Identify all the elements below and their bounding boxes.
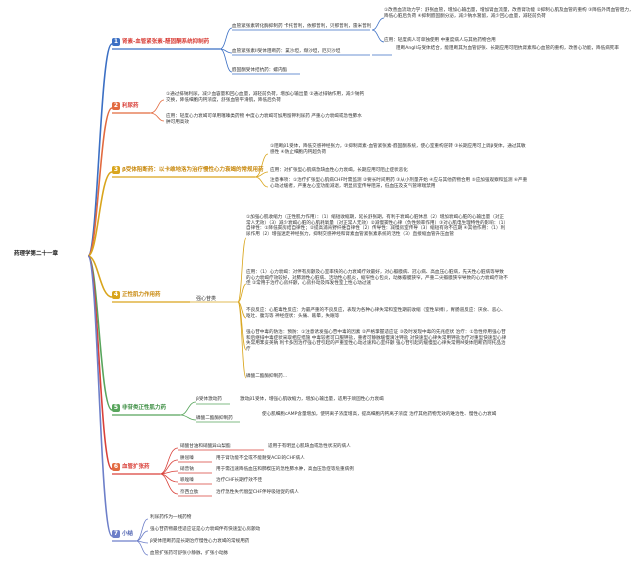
branch-3-beta-blockers[interactable]: 3 β受体阻断药：以卡维地洛为治疗慢性心力衰竭的常规用药	[112, 166, 263, 174]
node-nesiritide[interactable]: 奈西立肽	[180, 490, 199, 495]
node-beta-agonists-desc[interactable]: 激动β1受体，增强心肌收缩力，增加心输出量，适用于顽固性心力衰竭	[240, 397, 384, 402]
branch-4-positive-inotropes[interactable]: 4 正性肌力作用药	[112, 291, 161, 299]
node-glycoside-application[interactable]: 应用：（1）心力衰竭：对伴有房颤及心室率快的心力衰竭疗效最好，对心瓣膜病、冠心病…	[246, 270, 508, 287]
node-beta-blocker-application[interactable]: 应用：对扩张型心肌病急缺血性心力衰竭，长期应用可阻止症状恶化	[270, 168, 408, 173]
branch-number-badge: 2	[112, 102, 120, 110]
connector-branch-1	[87, 43, 113, 257]
branch-title: 肾素-血管紧张素-醛固酮系统抑制药	[122, 38, 210, 45]
node-nitroprusside[interactable]: 硝普钠	[180, 467, 194, 472]
connector-branch-6	[87, 255, 113, 470]
branch-7-summary[interactable]: 7 小结	[112, 530, 133, 538]
node-glycoside-effects[interactable]: ①加强心肌收缩力（正性肌力作用）：（1）缩短收缩期，延长舒张期，有利于衰竭心脏休…	[246, 215, 506, 238]
node-nitrates-desc[interactable]: 适用于有明显心肌缺血或急性状况的病人	[268, 444, 351, 449]
summary-item-2[interactable]: 强心苷药物最佳适应证是心力衰竭伴有快速型心房颤动	[150, 527, 261, 532]
node-beta-blocker-mechanism[interactable]: ①阻断β1受体，降低交感神经张力，②抑制肾素-血管紧张素-醛固酮系统，使心室重构…	[270, 144, 526, 155]
connector-branch-2	[87, 107, 113, 257]
node-nesiritide-desc[interactable]: 治疗急性失代偿型CHF伴呼吸短促的病人	[216, 490, 299, 495]
node-prazosin[interactable]: 哌唑嗪	[180, 478, 194, 483]
branch-title: β受体阻断药：以卡维地洛为治疗慢性心力衰竭的常规用药	[122, 166, 264, 173]
branch-number-badge: 3	[112, 166, 120, 174]
node-pde-inhibitors-desc[interactable]: 使心肌细胞cAMP含量增加，使钙离子浓度增高，提高细胞内钙离子浓度 治疗其他药物…	[262, 412, 497, 417]
node-prazosin-desc[interactable]: 治疗CHF长期疗效不佳	[216, 478, 263, 483]
connector-branch-4	[87, 255, 113, 298]
node-beta-agonists[interactable]: β受体激动药	[196, 397, 222, 402]
node-other-inotropes[interactable]: 磷酸二酯酶抑制药...	[246, 374, 288, 379]
branch-number-badge: 6	[112, 463, 120, 471]
branch-title: 利尿药	[122, 102, 139, 109]
branch-2-diuretics[interactable]: 2 利尿药	[112, 102, 139, 110]
branch-number-badge: 1	[112, 38, 120, 46]
branch-5-non-glycoside-inotropes[interactable]: 5 非苷类正性肌力药	[112, 404, 166, 412]
branch-6-vasodilators[interactable]: 6 血管扩张药	[112, 463, 150, 471]
branch-number-badge: 5	[112, 404, 120, 412]
branch-1-raas-inhibitors[interactable]: 1 肾素-血管紧张素-醛固酮系统抑制药	[112, 38, 209, 46]
root-topic[interactable]: 药理学第二十一章	[14, 251, 59, 257]
node-hydralazine[interactable]: 肼屈嗪	[180, 456, 194, 461]
branch-number-badge: 4	[112, 291, 120, 299]
node-pde-inhibitors[interactable]: 磷酸二酯酶抑制药	[196, 416, 233, 421]
summary-item-3[interactable]: β受体阻断药是长期治疗慢性心力衰竭的常规用药	[150, 539, 250, 544]
node-arb-mechanism[interactable]: 阻断AngII与受体结合，能阻断其为血管舒张、长期应用可阻抗肾素和心血管的重构，…	[396, 46, 619, 51]
node-acei[interactable]: 血管紧张素转化酶抑制药 卡托普利，依那普利，贝那普利，雷米普利	[232, 24, 372, 29]
node-cardiac-glycosides[interactable]: 强心苷类	[196, 296, 217, 302]
node-diuretic-application[interactable]: 应用：轻度心力衰竭可单用噻嗪类药物 中度心力衰竭可加用留钾利尿药 严重心力衰竭或…	[166, 114, 362, 125]
node-beta-blocker-precautions[interactable]: 注意事项：①治疗扩张型心肌病CHF时需监测 ②要长时间用药 ③从小剂量开始 ④应…	[270, 178, 528, 189]
node-diuretic-mechanism[interactable]: ①通过排钠利尿，减少血容量和回心血量，减轻前负荷，增加心输出量 ②通过排钠作用，…	[166, 92, 365, 103]
node-nitroprusside-desc[interactable]: 用于需迅速降低血压和肺楔压的急性肺水肿，高血压急症等危重病例	[216, 467, 354, 472]
node-nitrates[interactable]: 硝酸甘油和硝酸异山梨酯	[180, 444, 231, 449]
branch-title: 血管扩张药	[122, 463, 150, 470]
node-arb[interactable]: 血管紧张素II受体阻断药：氯沙坦，缬沙坦，厄贝沙坦	[232, 49, 341, 54]
branch-number-badge: 7	[112, 530, 120, 538]
node-acei-application[interactable]: 应用：轻度病人可单独使用 中重度病人与其他药物合用	[384, 38, 496, 43]
node-glycoside-toxicity[interactable]: 强心苷中毒的防治：预防：①注意诱发强心苷中毒的因素 ②严格掌握适应证 ③及时发现…	[246, 330, 507, 353]
node-glycoside-adverse-effects[interactable]: 不良反应：心脏毒性反应：为最严重的不良反应，表现为各种心律失常和室性期前收缩（室…	[246, 308, 506, 319]
summary-item-1[interactable]: 利尿药作为一线药物	[150, 515, 192, 520]
connector-branch-3	[87, 171, 113, 257]
branch-title: 非苷类正性肌力药	[122, 404, 167, 411]
branch-title: 正性肌力作用药	[122, 291, 161, 298]
branch-title: 小结	[122, 530, 134, 537]
node-aldosterone-antagonist[interactable]: 醛固酮受体拮抗药：螺内酯	[232, 68, 288, 73]
node-hydralazine-desc[interactable]: 用于肾功能不全或不能耐受ACEI的CHF病人	[216, 456, 305, 461]
summary-item-4[interactable]: 血管扩张药可舒张小静脉，扩张小动脉	[150, 551, 229, 556]
node-acei-mechanism[interactable]: ①改善血流动力学：舒张血管，增加心输出量，增加肾血流量，改善肾功能 ②抑制心肌及…	[384, 8, 634, 19]
connector-branch-7	[87, 255, 113, 537]
